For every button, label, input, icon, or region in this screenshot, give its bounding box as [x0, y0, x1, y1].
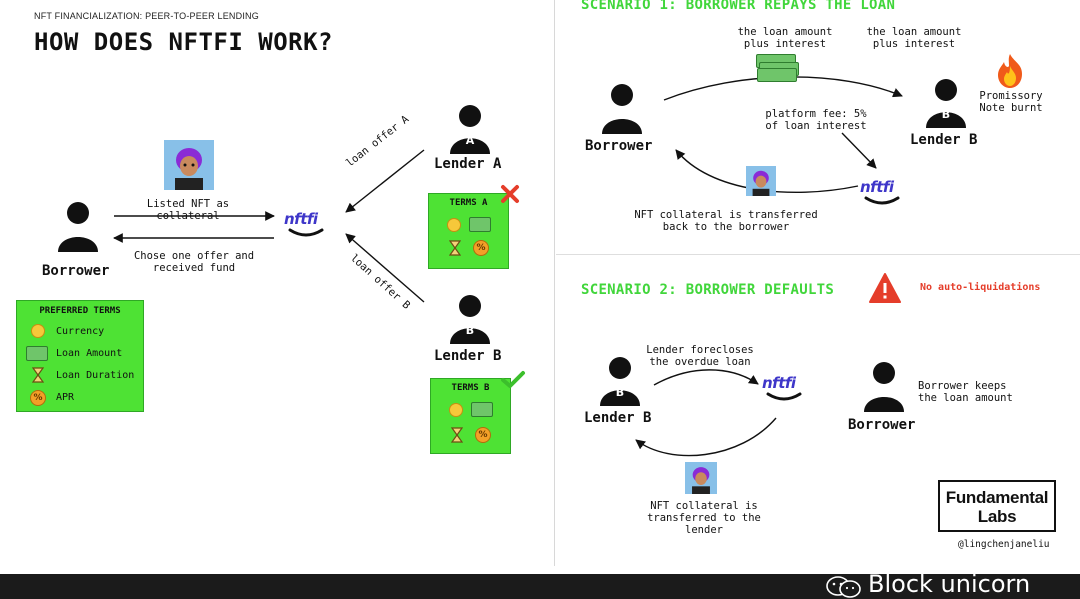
- coin-icon: [449, 403, 463, 417]
- page-subtitle: NFT FINANCIALIZATION: PEER-TO-PEER LENDI…: [34, 11, 259, 21]
- lender-b-badge: B: [465, 324, 475, 337]
- nft-avatar: [164, 140, 214, 190]
- terms-a-title: TERMS A: [449, 198, 488, 208]
- money-icon: [26, 346, 48, 361]
- nftfi-logo: nftfi: [860, 178, 908, 206]
- promissory-note-label: Promissory Note burnt: [979, 90, 1043, 114]
- borrower-keeps-label: Borrower keeps the loan amount: [918, 380, 1013, 404]
- percent-icon: %: [475, 427, 491, 443]
- lender-b-icon: B: [598, 356, 642, 410]
- terms-b-title: TERMS B: [451, 383, 490, 393]
- nft-avatar-small: [746, 166, 776, 196]
- hourglass-icon: [451, 427, 463, 443]
- preferred-term-loan-amount: Loan Amount: [56, 348, 123, 359]
- page-title: HOW DOES NFTFI WORK?: [34, 28, 333, 56]
- s2-lender-b-label: Lender B: [584, 410, 652, 426]
- percent-icon: %: [473, 240, 489, 256]
- preferred-terms-title: PREFERRED TERMS: [39, 306, 121, 316]
- forecloses-label: Lender forecloses the overdue loan: [646, 344, 754, 368]
- nftfi-logo: nftfi: [762, 374, 810, 402]
- watermark-brand: Block unicorn: [868, 570, 1031, 598]
- platform-fee-label: platform fee: 5% of loan interest: [765, 108, 867, 132]
- borrower-label: Borrower: [42, 263, 110, 279]
- preferred-term-apr: APR: [56, 392, 75, 403]
- borrower-icon: [56, 200, 100, 256]
- s1-lender-b-label: Lender B: [910, 132, 978, 148]
- lender-a-label: Lender A: [434, 156, 502, 172]
- terms-b-box: TERMS B %: [430, 378, 511, 454]
- preferred-term-currency: Currency: [56, 326, 105, 337]
- listed-nft-label: Listed NFT as collateral: [146, 198, 230, 222]
- lender-b-icon: B: [924, 78, 968, 132]
- chose-offer-label: Chose one offer and received fund: [133, 250, 255, 274]
- percent-icon: %: [30, 390, 46, 406]
- lender-a-icon: A: [448, 104, 492, 158]
- terms-a-box: TERMS A %: [428, 193, 509, 269]
- preferred-term-loan-duration: Loan Duration: [56, 370, 135, 381]
- money-icon: [471, 402, 493, 417]
- fire-icon: [998, 54, 1022, 88]
- hourglass-icon: [32, 367, 44, 383]
- wechat-icon: [826, 576, 861, 598]
- hourglass-icon: [449, 240, 461, 256]
- money-stack-icon: [756, 54, 800, 82]
- horizontal-divider: [556, 254, 1080, 255]
- money-icon: [469, 217, 491, 232]
- vertical-divider: [554, 0, 555, 566]
- fundamental-labs-logo: Fundamental Labs: [938, 480, 1056, 532]
- lender-a-badge: A: [465, 134, 475, 147]
- arrow-platform-fee: [841, 132, 877, 169]
- loan-plus-interest-1: the loan amount plus interest: [737, 26, 833, 50]
- no-liquidations-label: No auto-liquidations: [920, 282, 1041, 293]
- nft-avatar-small: [685, 462, 717, 494]
- accept-check-icon: [501, 371, 525, 388]
- s1-borrower-label: Borrower: [585, 138, 653, 154]
- arrow-offer-a: [345, 149, 425, 213]
- nftfi-logo: nftfi: [284, 210, 332, 238]
- loan-plus-interest-2: the loan amount plus interest: [866, 26, 962, 50]
- borrower-icon: [862, 360, 906, 416]
- coin-icon: [447, 218, 461, 232]
- scenario2-heading: SCENARIO 2: BORROWER DEFAULTS: [581, 282, 835, 298]
- collateral-back-label: NFT collateral is transferred back to th…: [634, 209, 818, 233]
- footer-bar: [0, 574, 1080, 599]
- author-handle: @lingchenjaneliu: [958, 539, 1050, 550]
- s2-lender-b-badge: B: [615, 386, 625, 399]
- coin-icon: [31, 324, 45, 338]
- s1-lender-b-badge: B: [941, 108, 951, 121]
- scenario1-heading: SCENARIO 1: BORROWER REPAYS THE LOAN: [581, 0, 896, 13]
- arrow-offer-b: [345, 233, 425, 303]
- arrow-foreclose: [653, 369, 759, 386]
- warning-icon: [869, 273, 901, 303]
- collateral-to-lender-label: NFT collateral is transferred to the len…: [647, 500, 761, 536]
- s2-borrower-label: Borrower: [848, 417, 916, 433]
- reject-x-icon: [501, 185, 519, 203]
- lender-b-icon: B: [448, 294, 492, 348]
- borrower-icon: [600, 82, 644, 138]
- lender-b-label: Lender B: [434, 348, 502, 364]
- arrow-collateral-lender: [635, 417, 777, 457]
- preferred-terms-box: PREFERRED TERMS Currency Loan Amount Loa…: [16, 300, 144, 412]
